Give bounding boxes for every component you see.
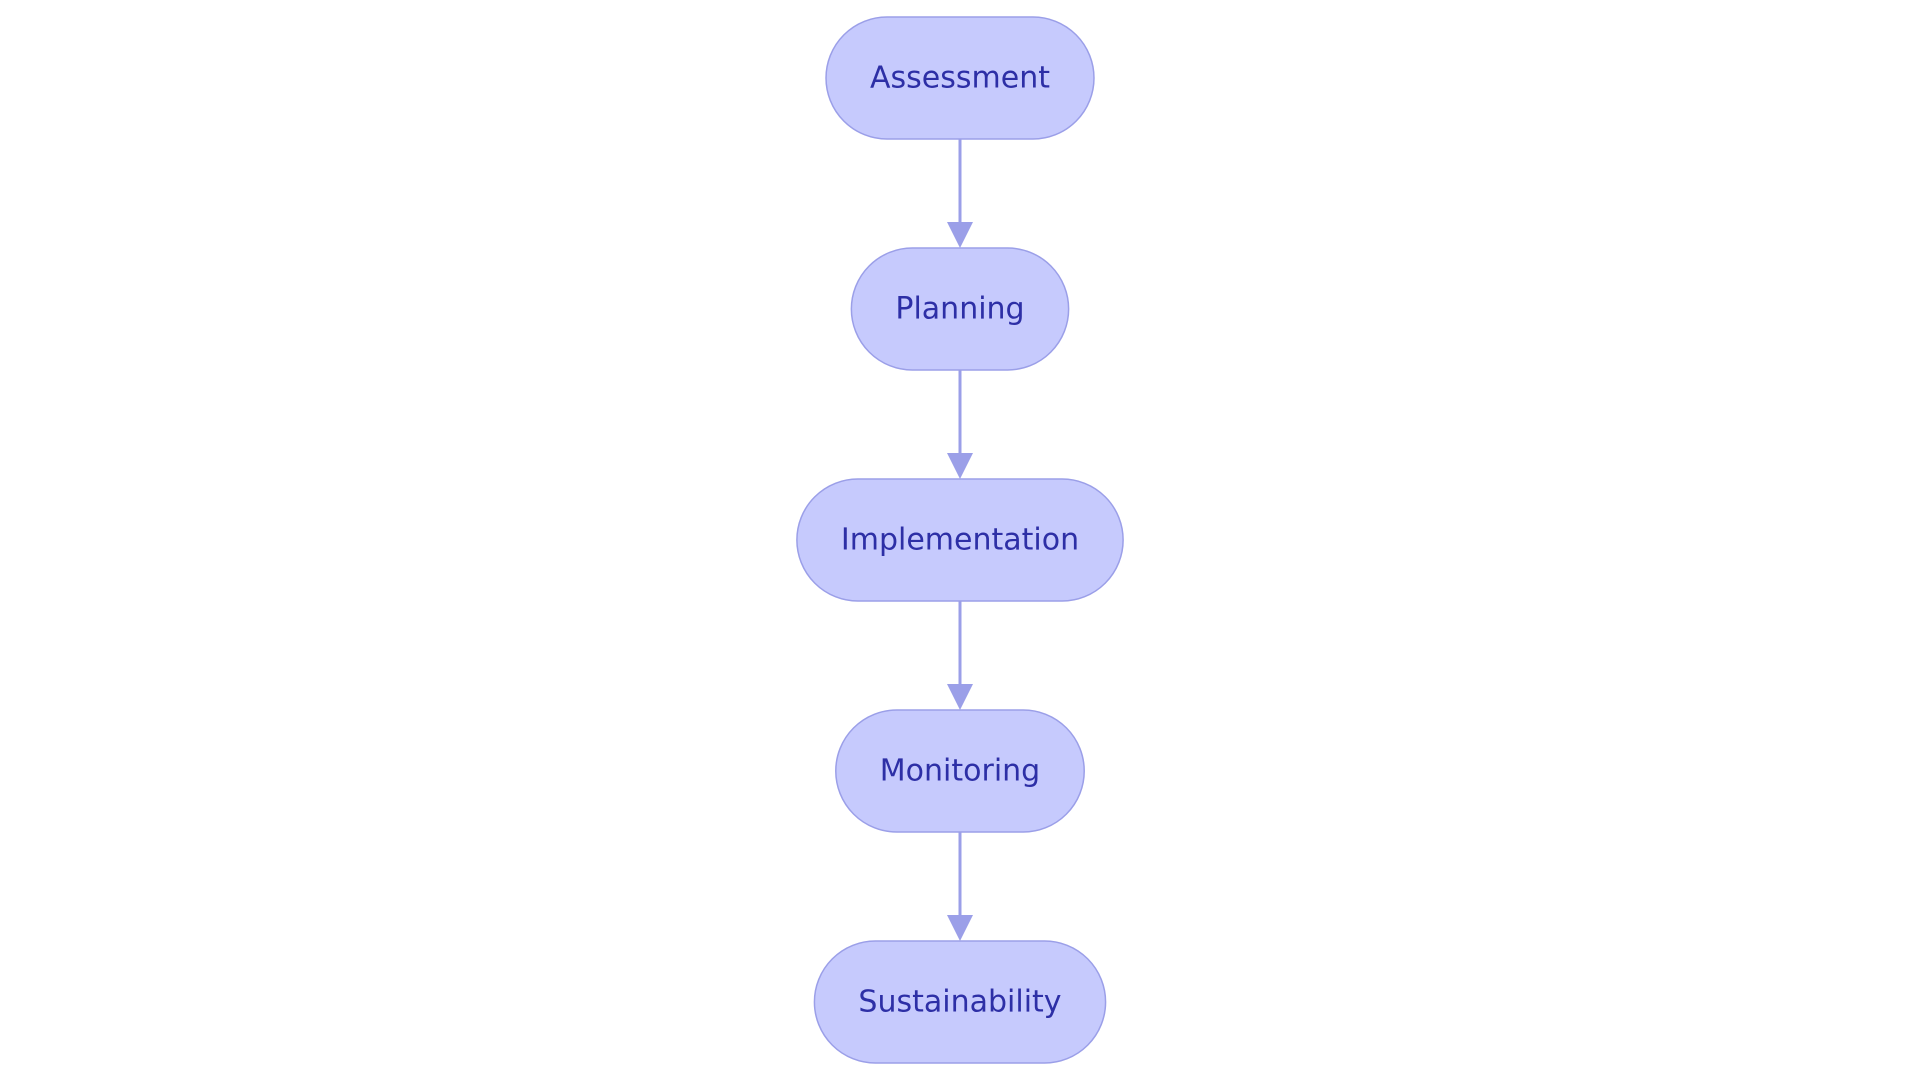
arrowhead-icon xyxy=(947,915,973,941)
node-sustainability: Sustainability xyxy=(813,940,1107,1064)
arrowhead-icon xyxy=(947,453,973,479)
node-label: Implementation xyxy=(841,523,1079,558)
node-assessment: Assessment xyxy=(825,16,1095,140)
edge-assessment-to-planning xyxy=(947,139,973,248)
arrowhead-icon xyxy=(947,684,973,710)
node-implementation: Implementation xyxy=(796,478,1124,602)
node-label: Assessment xyxy=(870,61,1050,96)
nodes-layer: AssessmentPlanningImplementationMonitori… xyxy=(796,16,1124,1064)
node-label: Monitoring xyxy=(880,754,1040,789)
node-shape xyxy=(825,16,1095,140)
node-label: Sustainability xyxy=(858,985,1061,1020)
edge-implementation-to-monitoring xyxy=(947,601,973,710)
node-monitoring: Monitoring xyxy=(835,709,1085,833)
edges-layer xyxy=(947,139,973,941)
edge-monitoring-to-sustainability xyxy=(947,832,973,941)
node-shape xyxy=(796,478,1124,602)
edge-planning-to-implementation xyxy=(947,370,973,479)
arrowhead-icon xyxy=(947,222,973,248)
node-label: Planning xyxy=(895,292,1024,327)
node-planning: Planning xyxy=(850,247,1070,371)
node-shape xyxy=(813,940,1107,1064)
node-shape xyxy=(850,247,1070,371)
node-shape xyxy=(835,709,1085,833)
